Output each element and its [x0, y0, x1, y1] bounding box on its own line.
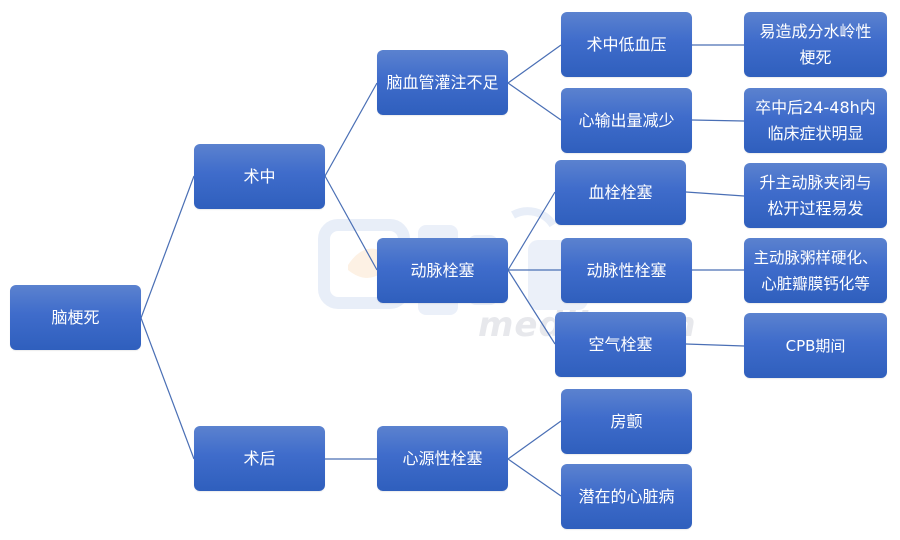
note-cpb-period: CPB期间 — [744, 313, 887, 378]
node-label: 脑血管灌注不足 — [386, 72, 499, 92]
note-line-2: 松开过程易发 — [767, 198, 864, 218]
note-line-1: 主动脉粥样硬化、 — [753, 248, 878, 267]
node-label: 脑梗死 — [51, 307, 100, 327]
node-cardiogenic-embolism: 心源性栓塞 — [377, 426, 508, 491]
node-arteriogenic-embolism: 动脉性栓塞 — [561, 238, 692, 303]
note-symptoms-24-48h: 卒中后24-48h内 临床症状明显 — [744, 88, 887, 153]
node-label: 血栓栓塞 — [588, 182, 653, 202]
note-watershed-infarction: 易造成分水岭性 梗死 — [744, 12, 887, 77]
note-aortic-clamping: 升主动脉夹闭与 松开过程易发 — [744, 163, 887, 228]
node-label: 术中低血压 — [586, 34, 667, 54]
node-cerebral-infarction: 脑梗死 — [10, 285, 141, 350]
note-line-2: 梗死 — [799, 47, 832, 67]
note-line-1: 升主动脉夹闭与 — [759, 172, 872, 192]
node-atrial-fibrillation: 房颤 — [561, 389, 692, 454]
node-label: 空气栓塞 — [588, 334, 653, 354]
node-thromboembolism: 血栓栓塞 — [555, 160, 686, 225]
node-label: 心源性栓塞 — [402, 448, 483, 468]
note-line-1: 易造成分水岭性 — [759, 21, 872, 41]
node-label: 术后 — [243, 448, 276, 468]
node-cerebral-hypoperfusion: 脑血管灌注不足 — [377, 50, 508, 115]
node-label: 术中 — [243, 166, 276, 186]
node-label: 动脉性栓塞 — [586, 260, 667, 280]
node-arterial-embolism: 动脉栓塞 — [377, 238, 508, 303]
node-postoperative: 术后 — [194, 426, 325, 491]
note-line-2: 临床症状明显 — [767, 123, 864, 143]
note-atherosclerosis-valve-calcification: 主动脉粥样硬化、 心脏瓣膜钙化等 — [744, 238, 887, 303]
node-label: 动脉栓塞 — [410, 260, 475, 280]
node-label: 心输出量减少 — [578, 110, 675, 130]
node-label: 潜在的心脏病 — [578, 486, 675, 506]
note-line-1: CPB期间 — [785, 336, 846, 355]
note-line-1: 卒中后24-48h内 — [755, 97, 876, 117]
node-intraoperative: 术中 — [194, 144, 325, 209]
node-air-embolism: 空气栓塞 — [555, 312, 686, 377]
node-label: 房颤 — [610, 411, 643, 431]
node-low-cardiac-output: 心输出量减少 — [561, 88, 692, 153]
note-line-2: 心脏瓣膜钙化等 — [761, 274, 870, 293]
node-intraop-hypotension: 术中低血压 — [561, 12, 692, 77]
node-latent-heart-disease: 潜在的心脏病 — [561, 464, 692, 529]
